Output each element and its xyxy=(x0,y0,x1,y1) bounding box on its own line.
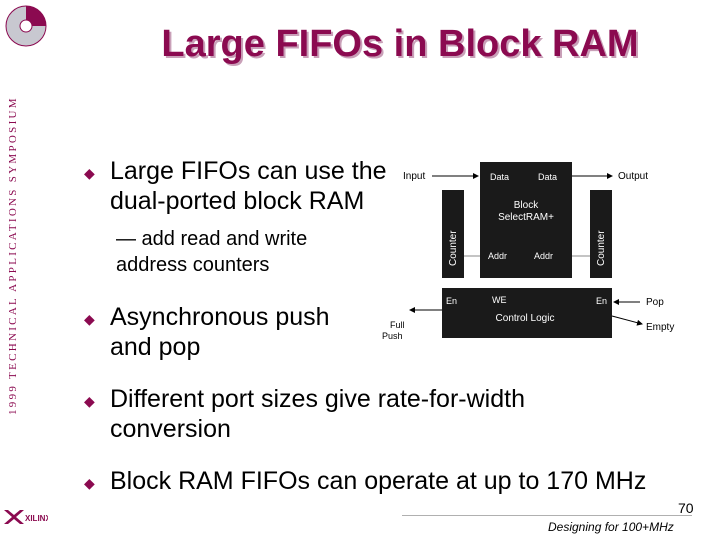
footer-text: Designing for 100+MHz xyxy=(548,520,674,534)
label-data-left: Data xyxy=(490,172,509,182)
bullet-diamond-icon: ◆ xyxy=(84,393,95,409)
bullet-4-text: Block RAM FIFOs can operate at up to 170… xyxy=(110,467,647,495)
label-output: Output xyxy=(618,171,648,182)
xilinx-logo: XILINX xyxy=(4,510,48,524)
sidebar-symposium-text: 1999 TECHNICAL APPLICATIONS SYMPOSIUM xyxy=(7,96,19,415)
bullet-3-text: Different port sizes give rate-for-width… xyxy=(110,385,525,443)
block-ram-box xyxy=(480,162,572,278)
label-block-2: SelectRAM+ xyxy=(498,212,554,223)
bullet-diamond-icon: ◆ xyxy=(84,165,95,181)
sub-bullet: — add read and write address counters xyxy=(116,228,308,276)
label-we: WE xyxy=(492,295,507,305)
cd-disc-icon xyxy=(5,5,47,47)
label-en-left: En xyxy=(446,296,457,306)
label-pop: Pop xyxy=(646,297,664,308)
bullet-4: ◆ Block RAM FIFOs can operate at up to 1… xyxy=(84,466,654,496)
label-block-1: Block xyxy=(514,200,539,211)
counter-right-box xyxy=(590,190,612,278)
footer-divider xyxy=(402,515,692,516)
sidebar: 1999 TECHNICAL APPLICATIONS SYMPOSIUM XI… xyxy=(0,0,48,540)
bullet-diamond-icon: ◆ xyxy=(84,311,95,327)
bullet-2: ◆ Asynchronous push and pop xyxy=(84,302,374,362)
counter-left-box xyxy=(442,190,464,278)
bullet-diamond-icon: ◆ xyxy=(84,475,95,491)
empty-arrow xyxy=(611,315,643,326)
label-addr-left: Addr xyxy=(488,251,507,261)
label-en-right: En xyxy=(596,296,607,306)
label-counter-left: Counter xyxy=(448,230,459,266)
svg-text:XILINX: XILINX xyxy=(25,514,48,523)
label-push: Push xyxy=(382,331,403,341)
label-full: Full xyxy=(390,320,405,330)
fifo-block-diagram: Input Output Data Data Block SelectRAM+ … xyxy=(382,162,674,341)
control-logic-box xyxy=(442,288,612,338)
page-number: 70 xyxy=(678,500,694,516)
label-control: Control Logic xyxy=(496,313,555,324)
bullet-2-text: Asynchronous push and pop xyxy=(110,303,330,361)
bullet-1-text: Large FIFOs can use the dual-ported bloc… xyxy=(110,157,387,215)
label-empty: Empty xyxy=(646,322,674,333)
label-data-right: Data xyxy=(538,172,557,182)
label-addr-right: Addr xyxy=(534,251,553,261)
slide-title: Large FIFOs in Block RAM xyxy=(161,23,639,65)
label-input: Input xyxy=(403,171,425,182)
bullet-1: ◆ Large FIFOs can use the dual-ported bl… xyxy=(84,156,414,216)
label-counter-right: Counter xyxy=(596,230,607,266)
bullet-3: ◆ Different port sizes give rate-for-wid… xyxy=(84,384,644,444)
svg-text:1999 TECHNICAL APPLICATIONS SY: 1999 TECHNICAL APPLICATIONS SYMPOSIUM xyxy=(7,96,19,415)
